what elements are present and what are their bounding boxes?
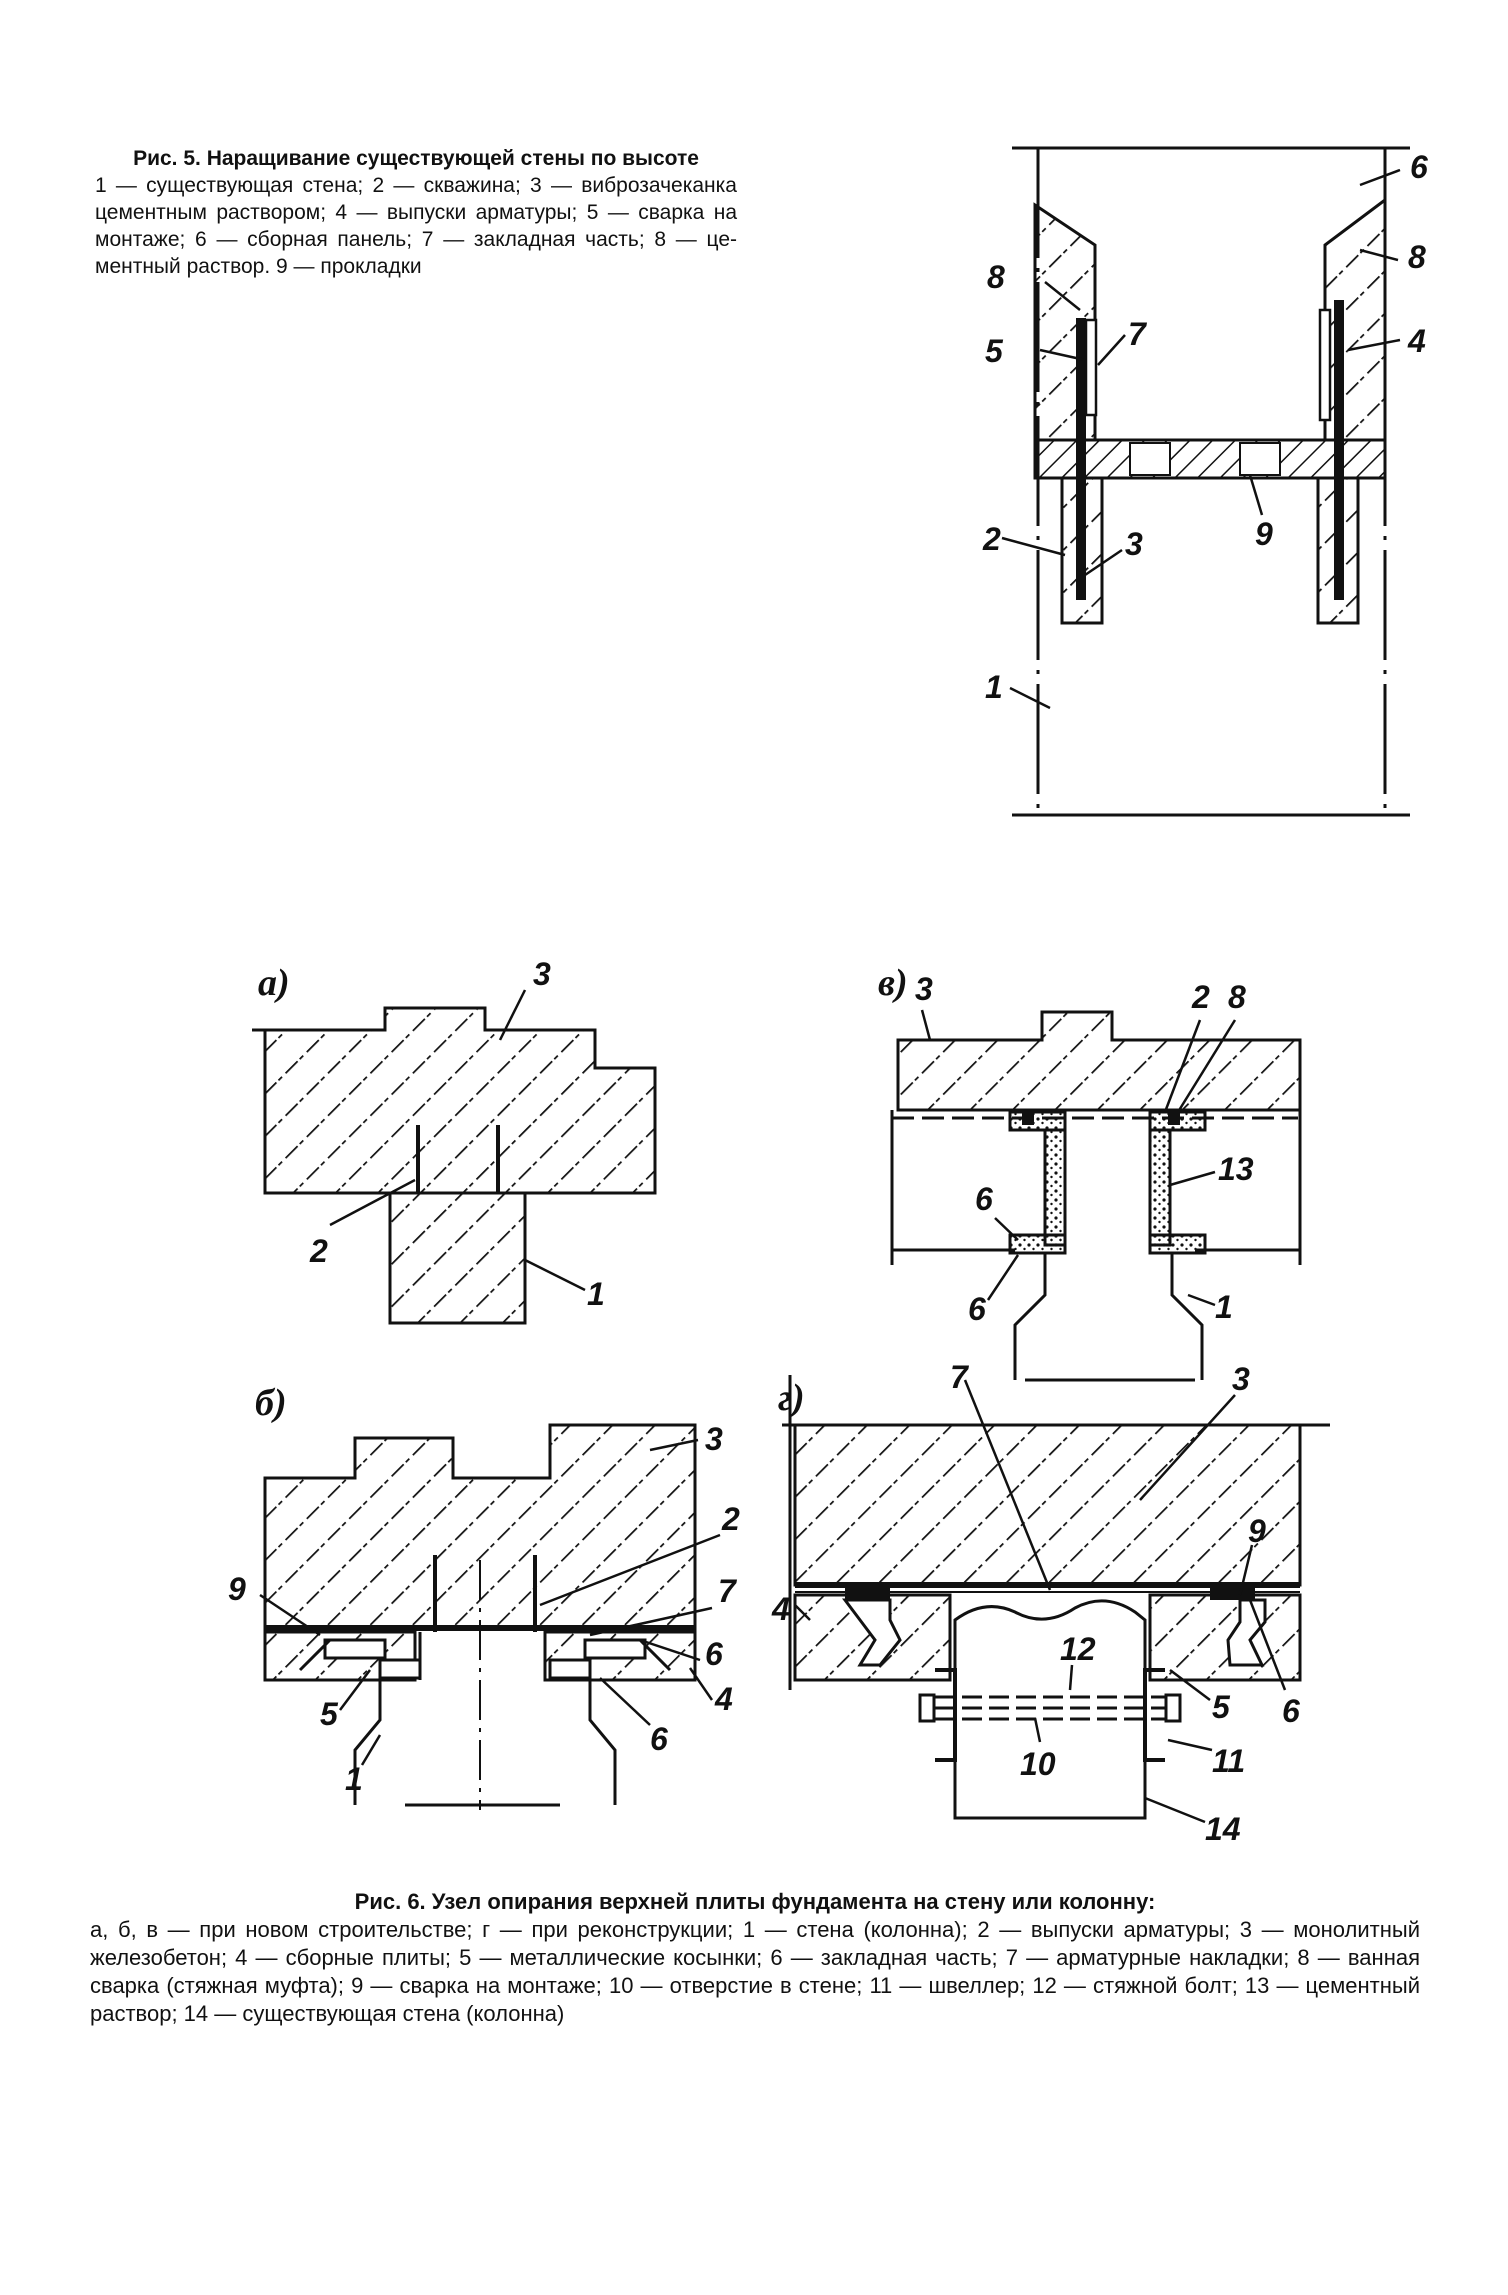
fig6a-label-3: 3 xyxy=(533,956,551,992)
figure-5-caption: Рис. 5. Наращивание существующей стены п… xyxy=(95,145,737,280)
figure-6-title: Рис. 6. Узел опирания верхней плиты фунд… xyxy=(354,1889,1156,1914)
fig5-label-8-left: 8 xyxy=(987,259,1005,295)
fig6b-label-6-lower: 6 xyxy=(650,1721,668,1757)
fig6v-label-6-upper: 6 xyxy=(975,1181,993,1217)
fig6g-label-3: 3 xyxy=(1232,1361,1250,1397)
fig6g-label-4: 4 xyxy=(771,1591,790,1627)
fig6g-label-10: 10 xyxy=(1020,1746,1056,1782)
fig5-label-7: 7 xyxy=(1128,316,1148,352)
figure-5-title: Рис. 5. Наращивание существующей стены п… xyxy=(133,147,699,170)
figure-6-caption: Рис. 6. Узел опирания верхней плиты фунд… xyxy=(90,1888,1420,2028)
fig6a-label-2: 2 xyxy=(309,1233,328,1269)
fig6-panel-g: г) 7 3 9 xyxy=(771,1359,1330,1847)
fig5-label-3: 3 xyxy=(1125,526,1143,562)
fig6v-label-2: 2 xyxy=(1191,979,1210,1015)
fig6-panel-v-tag: в) xyxy=(878,962,908,1004)
fig6b-label-1: 1 xyxy=(345,1761,363,1797)
fig6g-label-7: 7 xyxy=(950,1359,970,1395)
fig6b-label-2: 2 xyxy=(721,1501,740,1537)
fig5-label-6: 6 xyxy=(1410,149,1428,185)
fig6v-label-8: 8 xyxy=(1228,979,1246,1015)
fig6b-label-3: 3 xyxy=(705,1421,723,1457)
fig5-label-1: 1 xyxy=(985,669,1003,705)
figure-6-legend: а, б, в — при новом строительстве; г — п… xyxy=(90,1917,1420,2026)
fig6g-label-11: 11 xyxy=(1212,1743,1245,1779)
fig6g-label-9: 9 xyxy=(1248,1513,1266,1549)
fig6g-label-12: 12 xyxy=(1060,1631,1096,1667)
fig6v-label-6-lower: 6 xyxy=(968,1291,986,1327)
fig6b-label-5: 5 xyxy=(320,1696,339,1732)
fig5-label-4: 4 xyxy=(1407,323,1426,359)
fig6b-label-9: 9 xyxy=(228,1571,246,1607)
figure-5-drawing: 6 8 8 5 7 4 2 3 9 1 xyxy=(982,146,1428,817)
fig6-panel-b-tag: б) xyxy=(255,1382,287,1424)
fig6b-label-7: 7 xyxy=(718,1573,738,1609)
fig6-panel-a: а) 3 2 1 xyxy=(252,956,657,1325)
fig5-label-5: 5 xyxy=(985,333,1004,369)
fig6b-label-4: 4 xyxy=(714,1681,733,1717)
fig6g-label-5: 5 xyxy=(1212,1689,1231,1725)
fig5-label-8-right: 8 xyxy=(1408,239,1426,275)
fig6v-label-1: 1 xyxy=(1215,1289,1233,1325)
fig5-label-9: 9 xyxy=(1255,516,1273,552)
figure-5-legend: 1 — существующая стена; 2 — скважина; 3 … xyxy=(95,174,737,278)
fig6g-label-14: 14 xyxy=(1205,1811,1241,1847)
fig5-label-2: 2 xyxy=(982,521,1001,557)
fig6-panel-a-tag: а) xyxy=(258,962,290,1004)
fig6-panel-b: б) 3 2 9 xyxy=(228,1382,740,1810)
fig6g-label-6: 6 xyxy=(1282,1693,1300,1729)
fig6b-label-6-upper: 6 xyxy=(705,1636,723,1672)
fig6v-label-13: 13 xyxy=(1218,1151,1254,1187)
fig6a-label-1: 1 xyxy=(587,1276,605,1312)
fig6v-label-3: 3 xyxy=(915,971,933,1007)
fig6-panel-v: в) 3 2 8 13 6 6 1 xyxy=(878,962,1302,1382)
